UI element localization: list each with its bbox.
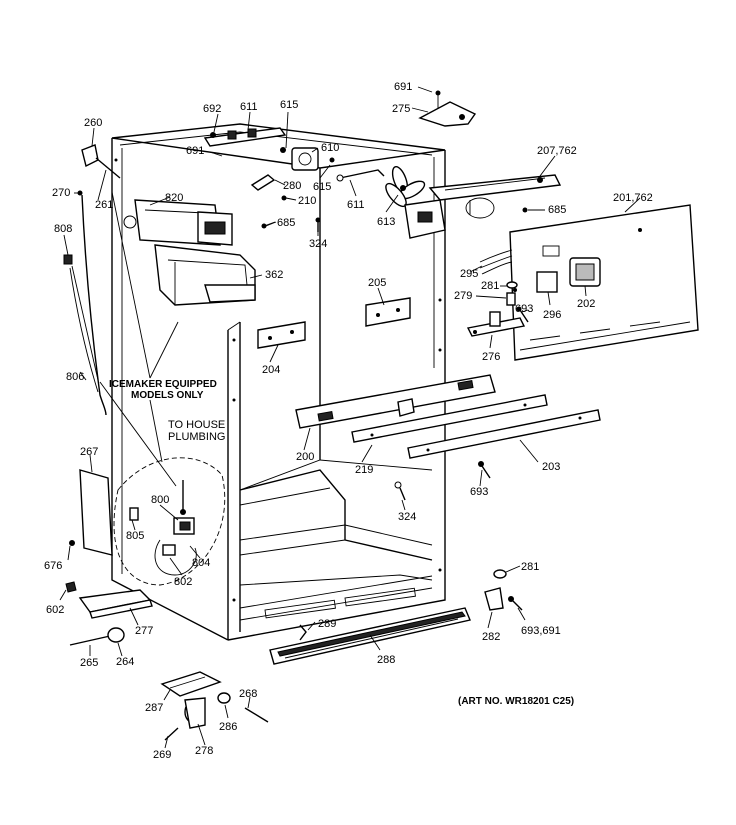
label-613: 613: [377, 216, 395, 228]
part-289-clip: [299, 624, 307, 641]
label-278: 278: [195, 745, 213, 757]
label-685: 685: [548, 204, 566, 216]
label-219: 219: [355, 464, 373, 476]
label-691: 691: [394, 81, 412, 93]
part-204-bracket: [257, 321, 306, 349]
part-219-trim: [351, 394, 548, 443]
label-806: 806: [66, 371, 84, 383]
part-295-harness: [479, 249, 513, 275]
label-615: 615: [280, 99, 298, 111]
part-203-trim: [407, 409, 601, 459]
label-207-762: 207,762: [537, 145, 577, 157]
plumbing-note-line1: TO HOUSE: [168, 419, 225, 431]
label-610: 610: [321, 142, 339, 154]
part-267-panel: [69, 469, 113, 556]
plumbing-note-line2: PLUMBING: [168, 431, 225, 443]
label-324: 324: [398, 511, 416, 523]
label-275: 275: [392, 103, 410, 115]
part-280-tube: [250, 174, 287, 201]
label-676: 676: [44, 560, 62, 572]
label-288: 288: [377, 654, 395, 666]
label-804: 804: [192, 557, 210, 569]
label-615: 615: [313, 181, 331, 193]
part-200-front-rail: [295, 374, 496, 429]
label-281: 281: [481, 280, 499, 292]
label-362: 362: [265, 269, 283, 281]
part-260-fitting: [77, 144, 121, 196]
label-691: 691: [186, 145, 204, 157]
part-820-icemaker: [123, 199, 276, 246]
label-289: 289: [318, 618, 336, 630]
part-324-screw: [315, 217, 321, 232]
part-288-grille: [269, 607, 471, 665]
label-692: 692: [203, 103, 221, 115]
part-276-hinge: [466, 311, 526, 337]
part-275-bracket: [418, 90, 477, 127]
label-279: 279: [454, 290, 472, 302]
label-805: 805: [126, 530, 144, 542]
part-800-water-valve: [113, 457, 226, 586]
icemaker-note-line1: ICEMAKER EQUIPPED: [109, 379, 217, 390]
label-269: 269: [153, 749, 171, 761]
label-280: 280: [283, 180, 301, 192]
icemaker-note-line2: MODELS ONLY: [131, 390, 204, 401]
label-693: 693: [470, 486, 488, 498]
label-820: 820: [165, 192, 183, 204]
part-number-labels: 691 275 692 611 615 691 610 260 261 270 …: [44, 81, 653, 761]
part-205-bracket: [365, 297, 411, 327]
label-287: 287: [145, 702, 163, 714]
part-287-roller-bracket: [160, 671, 269, 741]
label-282: 282: [482, 631, 500, 643]
label-276: 276: [482, 351, 500, 363]
label-281: 281: [521, 561, 539, 573]
label-277: 277: [135, 625, 153, 637]
notes: ICEMAKER EQUIPPED MODELS ONLY TO HOUSE P…: [109, 379, 574, 707]
label-205: 205: [368, 277, 386, 289]
label-802: 802: [174, 576, 192, 588]
leader-lines: [59, 86, 641, 749]
part-611-top-rail: [203, 127, 287, 147]
part-362-ice-bin: [154, 244, 256, 306]
part-693-324-screws: [394, 461, 491, 501]
label-261: 261: [95, 199, 113, 211]
label-210: 210: [298, 195, 316, 207]
part-277-bracket: [65, 581, 153, 619]
label-201-762: 201,762: [613, 192, 653, 204]
part-611-link: [336, 169, 385, 182]
label-611: 611: [240, 101, 258, 113]
part-265-264-leveler: [69, 627, 125, 646]
label-693-691: 693,691: [521, 625, 561, 637]
label-203: 203: [542, 461, 560, 473]
part-806-tube: [63, 194, 107, 416]
art-number: (ART NO. WR18201 C25): [458, 696, 574, 707]
part-613-fan: [385, 165, 426, 208]
label-265: 265: [80, 657, 98, 669]
label-286: 286: [219, 721, 237, 733]
label-264: 264: [116, 656, 134, 668]
label-808: 808: [54, 223, 72, 235]
label-685: 685: [277, 217, 295, 229]
part-201-control-panel: [509, 204, 699, 361]
label-268: 268: [239, 688, 257, 700]
label-602: 602: [46, 604, 64, 616]
label-800: 800: [151, 494, 169, 506]
label-270: 270: [52, 187, 70, 199]
label-693: 693: [515, 303, 533, 315]
label-260: 260: [84, 117, 102, 129]
part-281-279-693: [506, 281, 529, 323]
label-611: 611: [347, 199, 365, 211]
part-207-bracket: [404, 174, 562, 239]
label-204: 204: [262, 364, 280, 376]
label-296: 296: [543, 309, 561, 321]
label-202: 202: [577, 298, 595, 310]
label-200: 200: [296, 451, 314, 463]
label-324: 324: [309, 238, 327, 250]
part-610-control: [280, 147, 335, 171]
label-295: 295: [460, 268, 478, 280]
part-281-282-hinge: [484, 569, 523, 611]
label-267: 267: [80, 446, 98, 458]
